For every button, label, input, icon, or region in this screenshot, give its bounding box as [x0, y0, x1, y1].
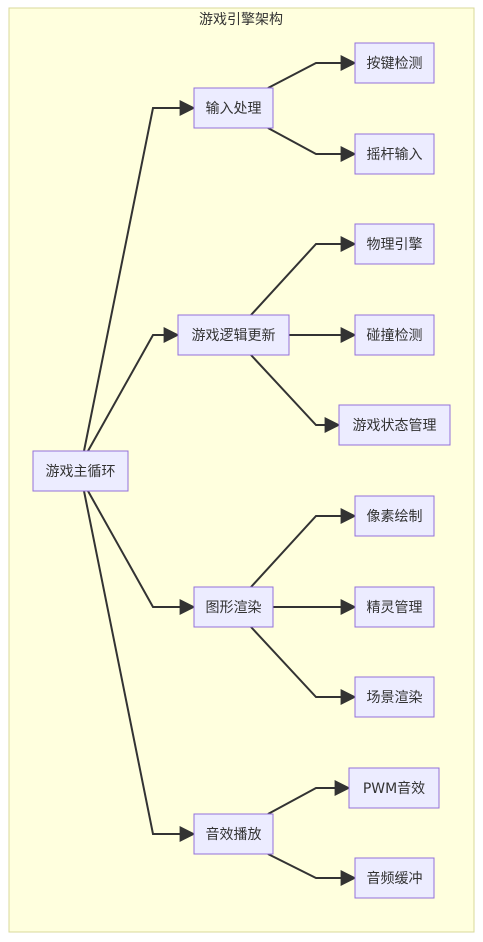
edge-audio-to-pwm	[267, 780, 351, 815]
edge-main-to-render	[87, 490, 196, 615]
edge-render-to-pixel	[250, 508, 357, 588]
node-box	[348, 767, 440, 809]
edge-logic-to-state	[250, 354, 341, 433]
node-buffer: 音频缓冲	[354, 857, 435, 899]
node-box	[193, 586, 274, 628]
node-label: 按键检测	[367, 56, 423, 72]
edge-main-to-audio	[83, 490, 196, 842]
node-key: 按键检测	[354, 42, 435, 84]
node-render: 图形渲染	[193, 586, 274, 628]
node-label: 像素绘制	[367, 509, 423, 525]
node-box	[354, 676, 435, 718]
node-audio: 音效播放	[193, 813, 274, 855]
node-box	[354, 133, 435, 175]
node-scene: 场景渲染	[354, 676, 435, 718]
node-label: 图形渲染	[206, 600, 262, 616]
node-pixel: 像素绘制	[354, 495, 435, 537]
edge-input-to-joystick	[267, 127, 357, 162]
edge-main-to-logic	[87, 327, 180, 452]
node-label: 音频缓冲	[367, 870, 423, 887]
node-label: 游戏主循环	[46, 464, 116, 480]
node-label: 精灵管理	[367, 600, 423, 616]
node-input: 输入处理	[193, 87, 274, 129]
node-label: 物理引擎	[367, 237, 423, 253]
node-main: 游戏主循环	[32, 450, 129, 492]
edge-render-to-scene	[250, 626, 357, 705]
edge-main-to-input	[83, 100, 196, 452]
node-label: 场景渲染	[367, 690, 423, 706]
node-sprite: 精灵管理	[354, 586, 435, 628]
edge-logic-to-physics	[250, 236, 357, 316]
node-box	[354, 495, 435, 537]
node-box	[354, 223, 435, 265]
node-joystick: 摇杆输入	[354, 133, 435, 175]
edge-input-to-key	[267, 55, 357, 89]
node-box	[354, 857, 435, 899]
edges-layer	[83, 55, 357, 886]
node-box	[354, 314, 435, 356]
node-box	[177, 314, 290, 356]
node-logic: 游戏逻辑更新	[177, 314, 290, 356]
node-label: 游戏状态管理	[353, 418, 437, 434]
node-label: 游戏逻辑更新	[192, 328, 276, 344]
node-collision: 碰撞检测	[354, 314, 435, 356]
edge-audio-to-buffer	[267, 853, 357, 886]
node-label: 碰撞检测	[367, 328, 423, 344]
node-box	[193, 813, 274, 855]
node-label: PWM音效	[363, 780, 425, 797]
node-box	[354, 586, 435, 628]
node-pwm: PWM音效	[348, 767, 440, 809]
node-label: 摇杆输入	[367, 147, 423, 163]
node-label: 音效播放	[206, 826, 262, 843]
node-box	[32, 450, 129, 492]
diagram-title: 游戏引擎架构	[199, 12, 283, 28]
node-physics: 物理引擎	[354, 223, 435, 265]
node-box	[354, 42, 435, 84]
node-state: 游戏状态管理	[338, 404, 451, 446]
node-box	[193, 87, 274, 129]
node-box	[338, 404, 451, 446]
node-label: 输入处理	[206, 101, 262, 117]
